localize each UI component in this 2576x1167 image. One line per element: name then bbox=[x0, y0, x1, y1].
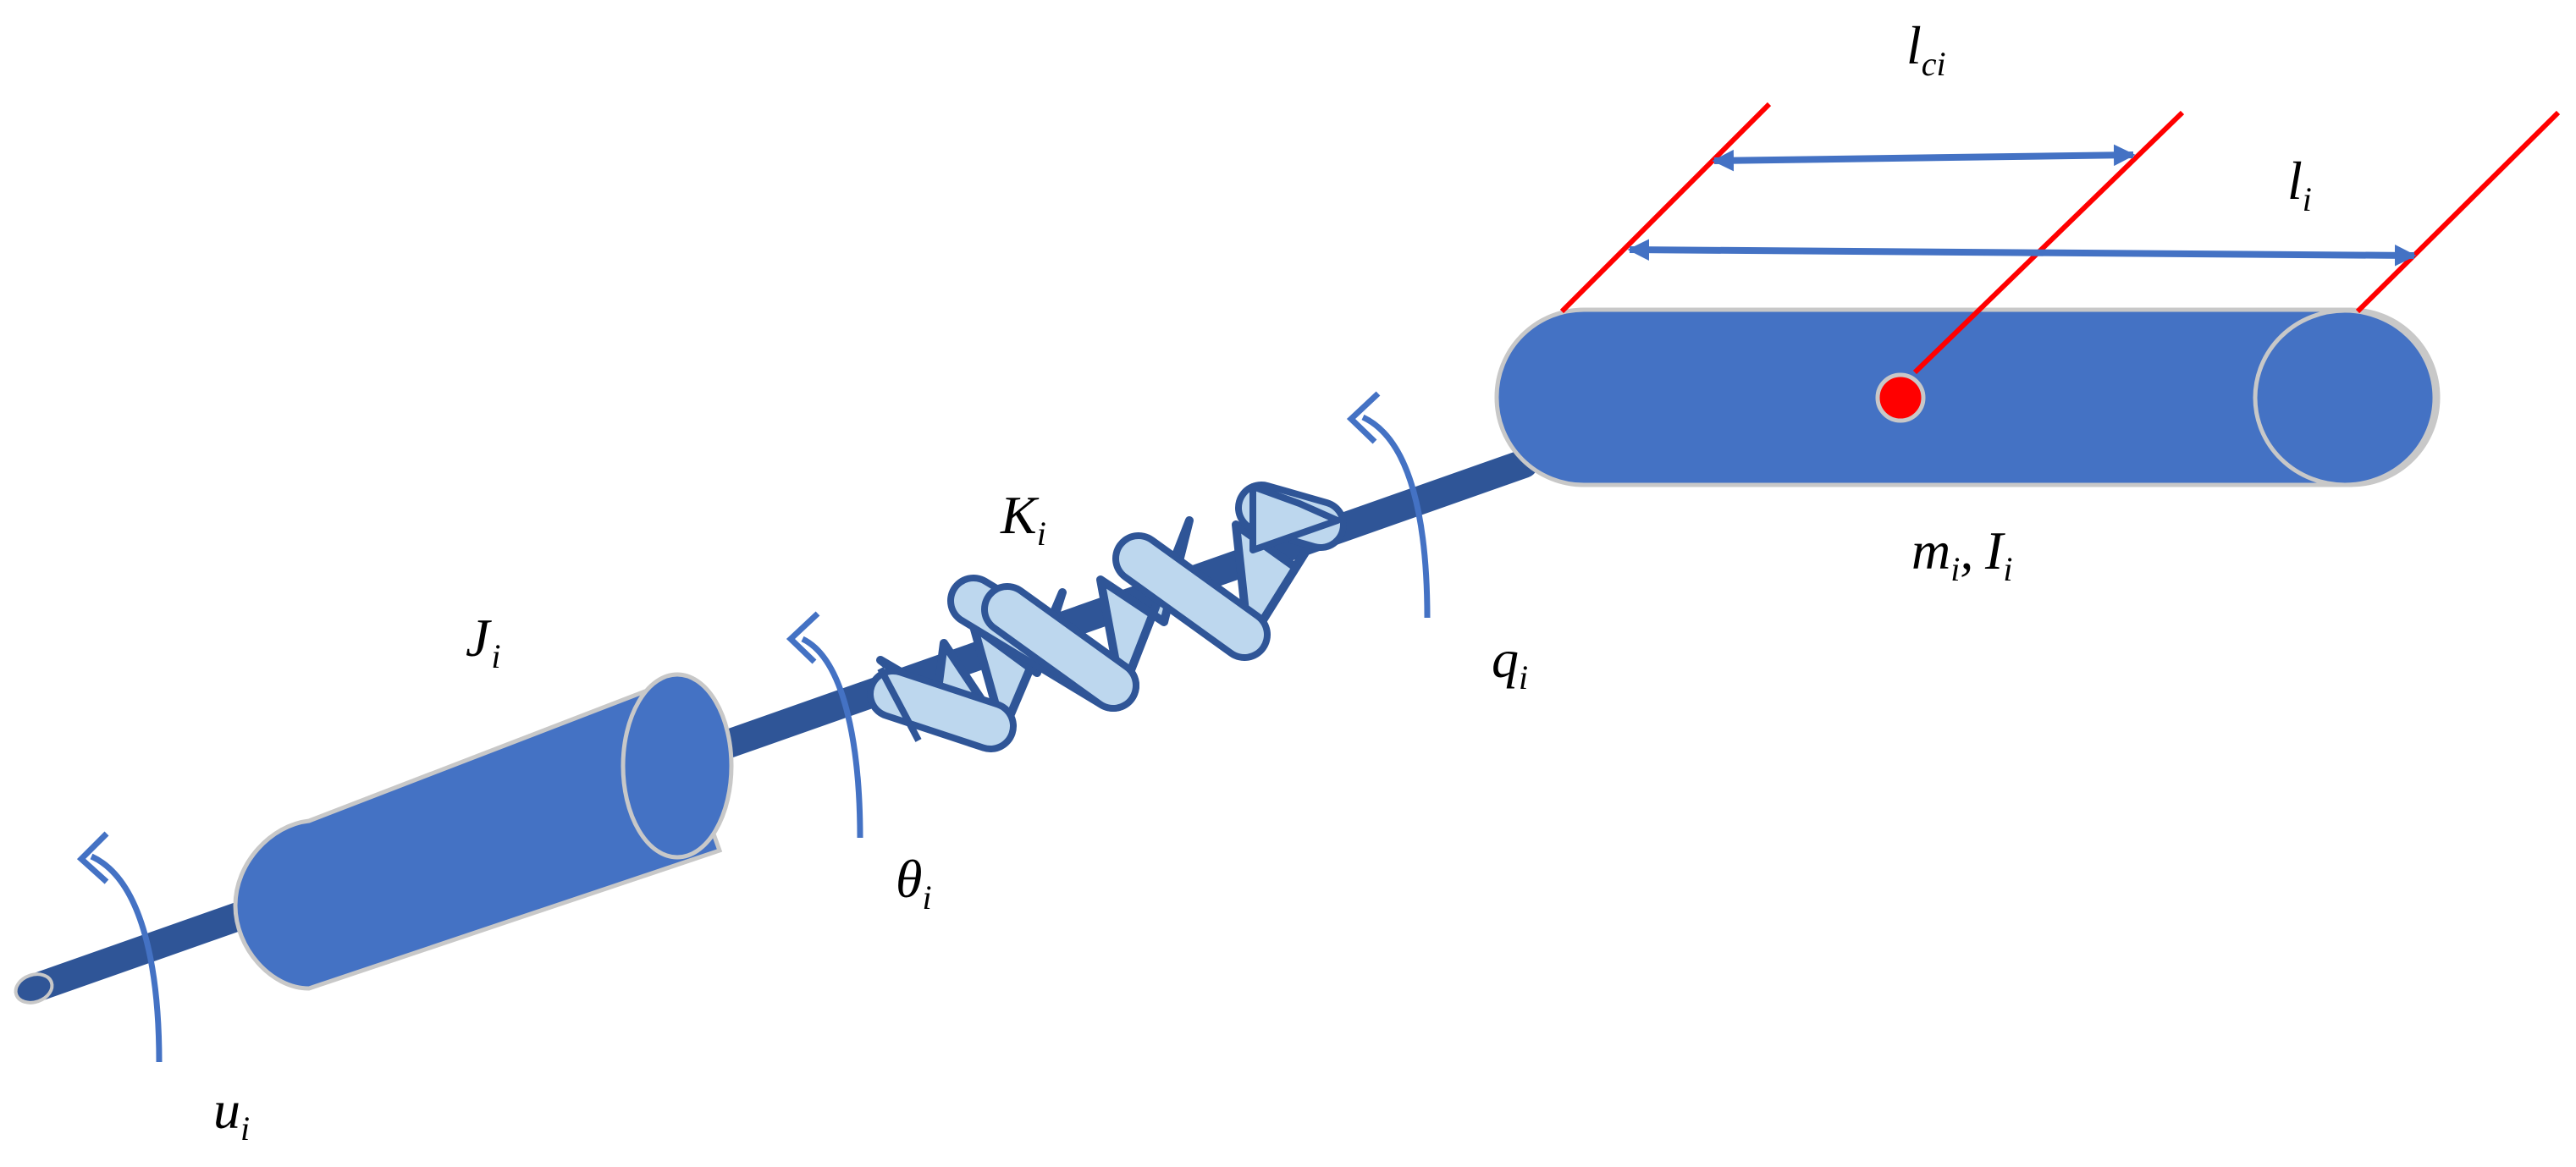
label-I: Ii bbox=[1984, 520, 2012, 588]
center-of-mass-marker bbox=[1875, 372, 1926, 423]
rotor-cylinder bbox=[233, 672, 734, 991]
torsion-spring bbox=[867, 482, 1347, 752]
lc-dimension-arrow bbox=[1712, 144, 2136, 172]
label-lc: lci bbox=[1906, 15, 1946, 83]
label-K: Ki bbox=[1000, 485, 1046, 553]
label-q: qi bbox=[1492, 629, 1528, 696]
label-theta: θi bbox=[896, 849, 932, 917]
rotation-arrow-q bbox=[1346, 391, 1431, 619]
l-dimension-arrow bbox=[1627, 239, 2417, 267]
label-l: li bbox=[2287, 151, 2312, 218]
label-u: ui bbox=[213, 1080, 250, 1148]
rotation-arrow-theta bbox=[786, 611, 863, 839]
label-J: Ji bbox=[466, 608, 501, 675]
label-m: mi, bbox=[1911, 520, 1973, 588]
link-body bbox=[1494, 307, 2441, 487]
rotation-arrow-u bbox=[76, 831, 163, 1063]
